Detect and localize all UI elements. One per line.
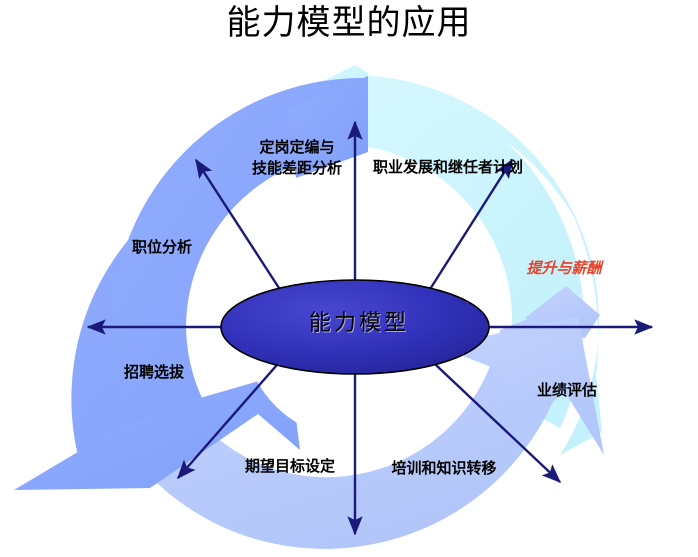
label-line: 招聘选拔: [123, 365, 184, 381]
arrow-up-right: [418, 158, 514, 306]
label-line: 业绩评估: [536, 383, 597, 399]
performance-swoosh: [120, 286, 604, 549]
label-line: 定岗定编与: [259, 140, 335, 156]
label-line: 培训和知识转移: [391, 461, 497, 477]
page-title: 能力模型的应用: [226, 5, 472, 42]
label-line: 期望目标设定: [244, 459, 335, 475]
label-training-knowledge-transfer[interactable]: 培训和知识转移: [385, 459, 503, 479]
label-line: 技能差距分析: [251, 161, 342, 177]
label-promotion-compensation[interactable]: 提升与薪酬: [519, 259, 609, 279]
arrow-down-left: [177, 349, 291, 480]
hub-label: 能力模型: [308, 310, 409, 335]
arrow-up-left: [194, 158, 292, 306]
competency-model-hub[interactable]: [220, 279, 490, 375]
label-line: 提升与薪酬: [526, 261, 602, 277]
label-recruitment-selection[interactable]: 招聘选拔: [114, 363, 194, 383]
label-performance-appraisal[interactable]: 业绩评估: [527, 381, 607, 401]
job-analysis-swoosh: [14, 76, 368, 490]
label-line: 职业发展和继任者计划: [372, 160, 523, 176]
label-goal-setting[interactable]: 期望目标设定: [240, 457, 340, 477]
label-staffing-skill-gap[interactable]: 定岗定编与 技能差距分析: [222, 138, 372, 180]
label-line: 职位分析: [131, 240, 192, 256]
label-job-analysis[interactable]: 职位分析: [122, 238, 202, 258]
arrow-down-right: [419, 349, 562, 483]
label-career-succession[interactable]: 职业发展和继任者计划: [363, 158, 533, 178]
